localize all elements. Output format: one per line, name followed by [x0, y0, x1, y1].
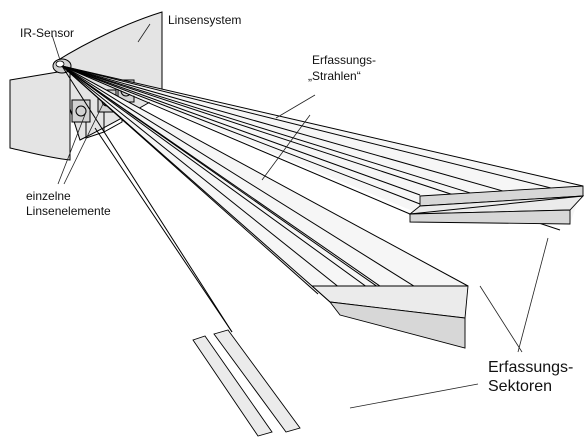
leader-lines: [51, 23, 549, 409]
sector-middle: [310, 285, 469, 349]
detection-sectors: [192, 185, 584, 437]
lens-element-1: [71, 99, 91, 123]
label-detection-rays-2: „Strahlen“: [308, 69, 361, 83]
label-single-lens-2: Linsenelemente: [26, 204, 111, 218]
label-lens-system: Linsensystem: [168, 13, 241, 27]
sector-upper: [408, 185, 584, 225]
label-single-lens-1: einzelne: [26, 189, 71, 203]
label-detection-sectors-1: Erfassungs-: [488, 359, 573, 376]
sector-lower: [192, 329, 301, 437]
lens-housing-front: [9, 69, 71, 161]
label-detection-sectors-2: Sektoren: [488, 378, 552, 395]
label-ir-sensor: IR-Sensor: [20, 26, 74, 40]
label-detection-rays-1: Erfassungs-: [312, 53, 376, 67]
